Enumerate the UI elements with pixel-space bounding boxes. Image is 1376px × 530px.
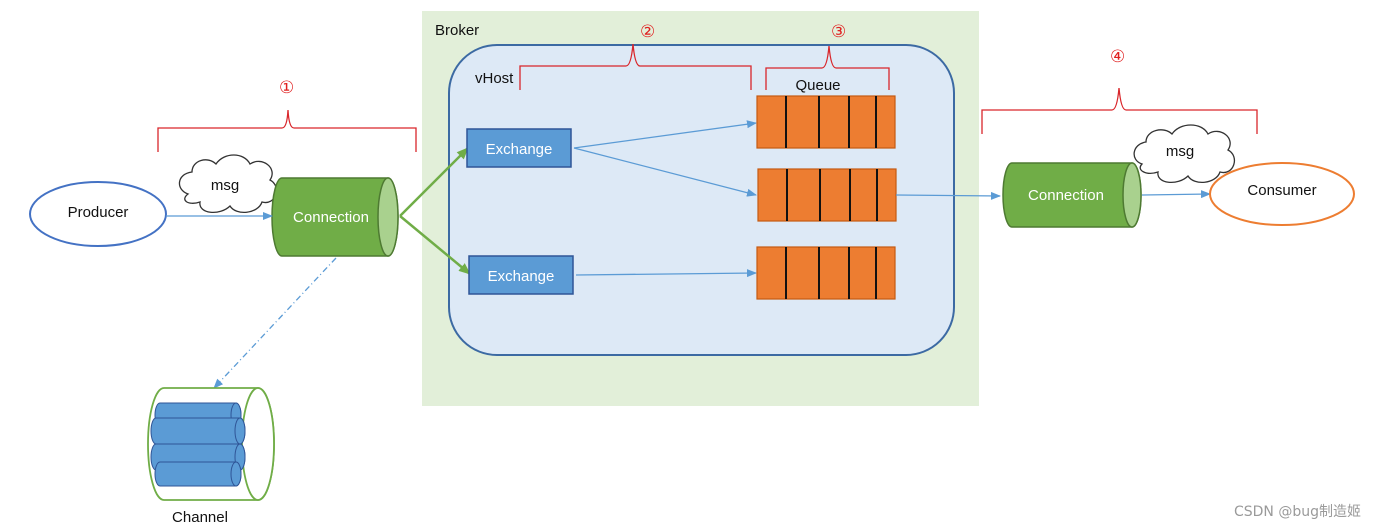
connection-right-label: Connection <box>1028 187 1104 204</box>
msg-right-label: msg <box>1166 143 1194 160</box>
msg-cloud-left: msg <box>178 154 278 213</box>
watermark-text: CSDN @bug制造姬 <box>1234 504 1361 520</box>
channel-node: Channel <box>147 387 275 526</box>
bracket-three <box>765 45 890 90</box>
exchange-2-label: Exchange <box>488 268 555 285</box>
exchange-1-label: Exchange <box>486 141 553 158</box>
marker-four: ④ <box>1110 47 1125 67</box>
channel-label: Channel <box>172 509 228 526</box>
connection-to-consumer-arrow <box>1141 190 1211 199</box>
queue-3 <box>756 246 896 300</box>
queue-1 <box>756 95 896 149</box>
producer-label: Producer <box>68 204 129 221</box>
connection-to-exchange-1-arrow <box>399 147 469 217</box>
msg-left-label: msg <box>211 177 239 194</box>
consumer-label: Consumer <box>1247 182 1316 199</box>
exchange-1-to-queue-1-arrow <box>573 120 757 149</box>
broker-label: Broker <box>435 22 479 39</box>
bracket-one <box>157 109 417 152</box>
connection-to-exchange-2-arrow <box>399 215 471 275</box>
channel-tubes <box>150 402 246 487</box>
producer-node: Producer <box>29 181 167 247</box>
bracket-two <box>519 43 752 90</box>
marker-three: ③ <box>831 22 846 42</box>
msg-cloud-right: msg <box>1133 124 1236 183</box>
consumer-node: Consumer <box>1209 162 1355 226</box>
marker-one: ① <box>279 78 294 98</box>
exchange-2: Exchange <box>468 255 574 295</box>
exchange-2-to-queue-3-arrow <box>575 269 757 278</box>
exchange-1-to-queue-2-arrow <box>573 147 757 197</box>
connection-left-label: Connection <box>293 209 369 226</box>
marker-two: ② <box>640 22 655 42</box>
queue-label: Queue <box>795 77 840 94</box>
bracket-four <box>981 87 1258 134</box>
queue-to-connection-arrow <box>895 191 1001 200</box>
connection-to-channel-arrow <box>213 257 337 389</box>
connection-right: Connection <box>1002 162 1142 228</box>
vhost-label: vHost <box>475 70 514 87</box>
exchange-1: Exchange <box>466 128 572 168</box>
queue-2 <box>757 168 897 222</box>
connection-left: Connection <box>271 177 399 257</box>
